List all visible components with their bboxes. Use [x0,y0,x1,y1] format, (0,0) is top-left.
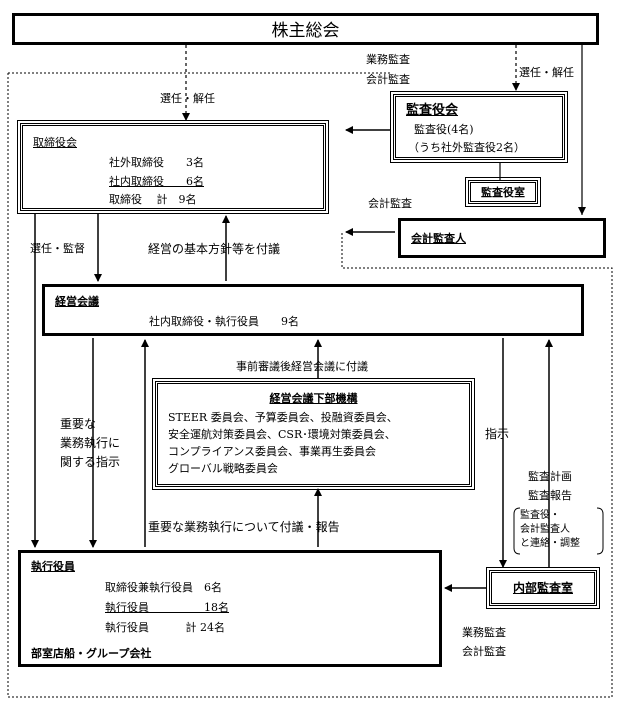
audit-board-row-count: 監査役(4名) [414,123,474,136]
executives-box: 執行役員 取締役兼執行役員 6名 執行役員 18名 執行役員 計 24名 部室店… [18,550,442,667]
executives-row-director: 取締役兼執行役員 6名 [105,581,222,594]
audit-board-box: 監査役会 監査役(4名) （うち社外監査役2名） [390,91,568,163]
label-elect-dismiss-right: 選任・解任 [519,66,574,79]
internal-audit-box: 内部監査室 [486,567,600,609]
shareholders-meeting-title: 株主総会 [271,21,340,41]
executives-footer: 部室店船・グループ会社 [31,647,152,660]
coordination-bracket [513,507,604,555]
accounting-auditor-box: 会計監査人 [398,218,606,258]
board-area-boundary [7,72,613,698]
label-elect-dismiss-left: 選任・解任 [160,92,215,105]
label-coordination-3: と連絡・調整 [520,538,580,549]
sub-committee-row-2: 安全運航対策委員会、CSR･環境対策委員会、 [168,428,396,441]
management-meeting-row: 社内取締役・執行役員 9名 [149,315,299,328]
label-elect-supervise: 選任・監督 [30,242,85,255]
label-business-audit-bottom: 業務監査 [462,626,506,639]
label-basic-policy: 経営の基本方針等を付議 [148,242,281,256]
board-row-outside: 社外取締役 3名 [109,156,204,169]
label-accounting-audit-mid: 会計監査 [368,197,412,210]
management-meeting-box: 経営会議 社内取締役・執行役員 9名 [42,284,584,336]
label-coordination-2: 会計監査人 [520,524,570,535]
audit-office-box: 監査役室 [465,177,541,207]
accounting-auditor-title: 会計監査人 [411,232,466,245]
label-pre-deliberation: 事前審議後経営会議に付議 [236,360,368,373]
sub-committee-box: 経営会議下部機構 STEER 委員会、予算委員会、投融資委員会、 安全運航対策委… [152,378,475,490]
label-business-audit-top: 業務監査 [366,53,410,66]
audit-board-row-outside: （うち社外監査役2名） [408,141,525,154]
audit-board-title: 監査役会 [406,103,459,118]
label-coordination-1: 監査役・ [520,510,560,521]
label-accounting-audit-top: 会計監査 [366,73,410,86]
sub-committee-title: 経営会議下部機構 [269,392,358,405]
sub-committee-row-3: コンプライアンス委員会、事業再生委員会 [168,445,377,458]
label-instruction: 指示 [485,427,510,441]
internal-audit-title: 内部監査室 [512,581,573,595]
board-row-inside: 社内取締役 6名 [109,175,204,188]
label-important-report: 重要な業務執行について付議・報告 [148,520,340,534]
board-title: 取締役会 [33,136,77,149]
label-accounting-audit-bottom: 会計監査 [462,645,506,658]
executives-row-officers: 執行役員 18名 [105,601,229,614]
shareholders-meeting-box: 株主総会 [12,13,599,45]
board-of-directors-box: 取締役会 社外取締役 3名 社内取締役 6名 取締役 計 9名 [17,120,329,214]
label-audit-plan: 監査計画 [528,470,572,483]
label-audit-report: 監査報告 [528,489,572,502]
executives-row-total: 執行役員 計 24名 [105,621,225,634]
executives-title: 執行役員 [31,560,75,573]
label-important-instruction-2: 業務執行に [60,436,121,450]
audit-office-title: 監査役室 [481,186,525,199]
sub-committee-row-1: STEER 委員会、予算委員会、投融資委員会、 [168,411,398,424]
management-meeting-title: 経営会議 [55,295,99,308]
label-important-instruction-1: 重要な [60,417,97,431]
board-row-total: 取締役 計 9名 [109,193,197,206]
label-important-instruction-3: 関する指示 [60,455,121,469]
sub-committee-row-4: グローバル戦略委員会 [168,462,278,475]
